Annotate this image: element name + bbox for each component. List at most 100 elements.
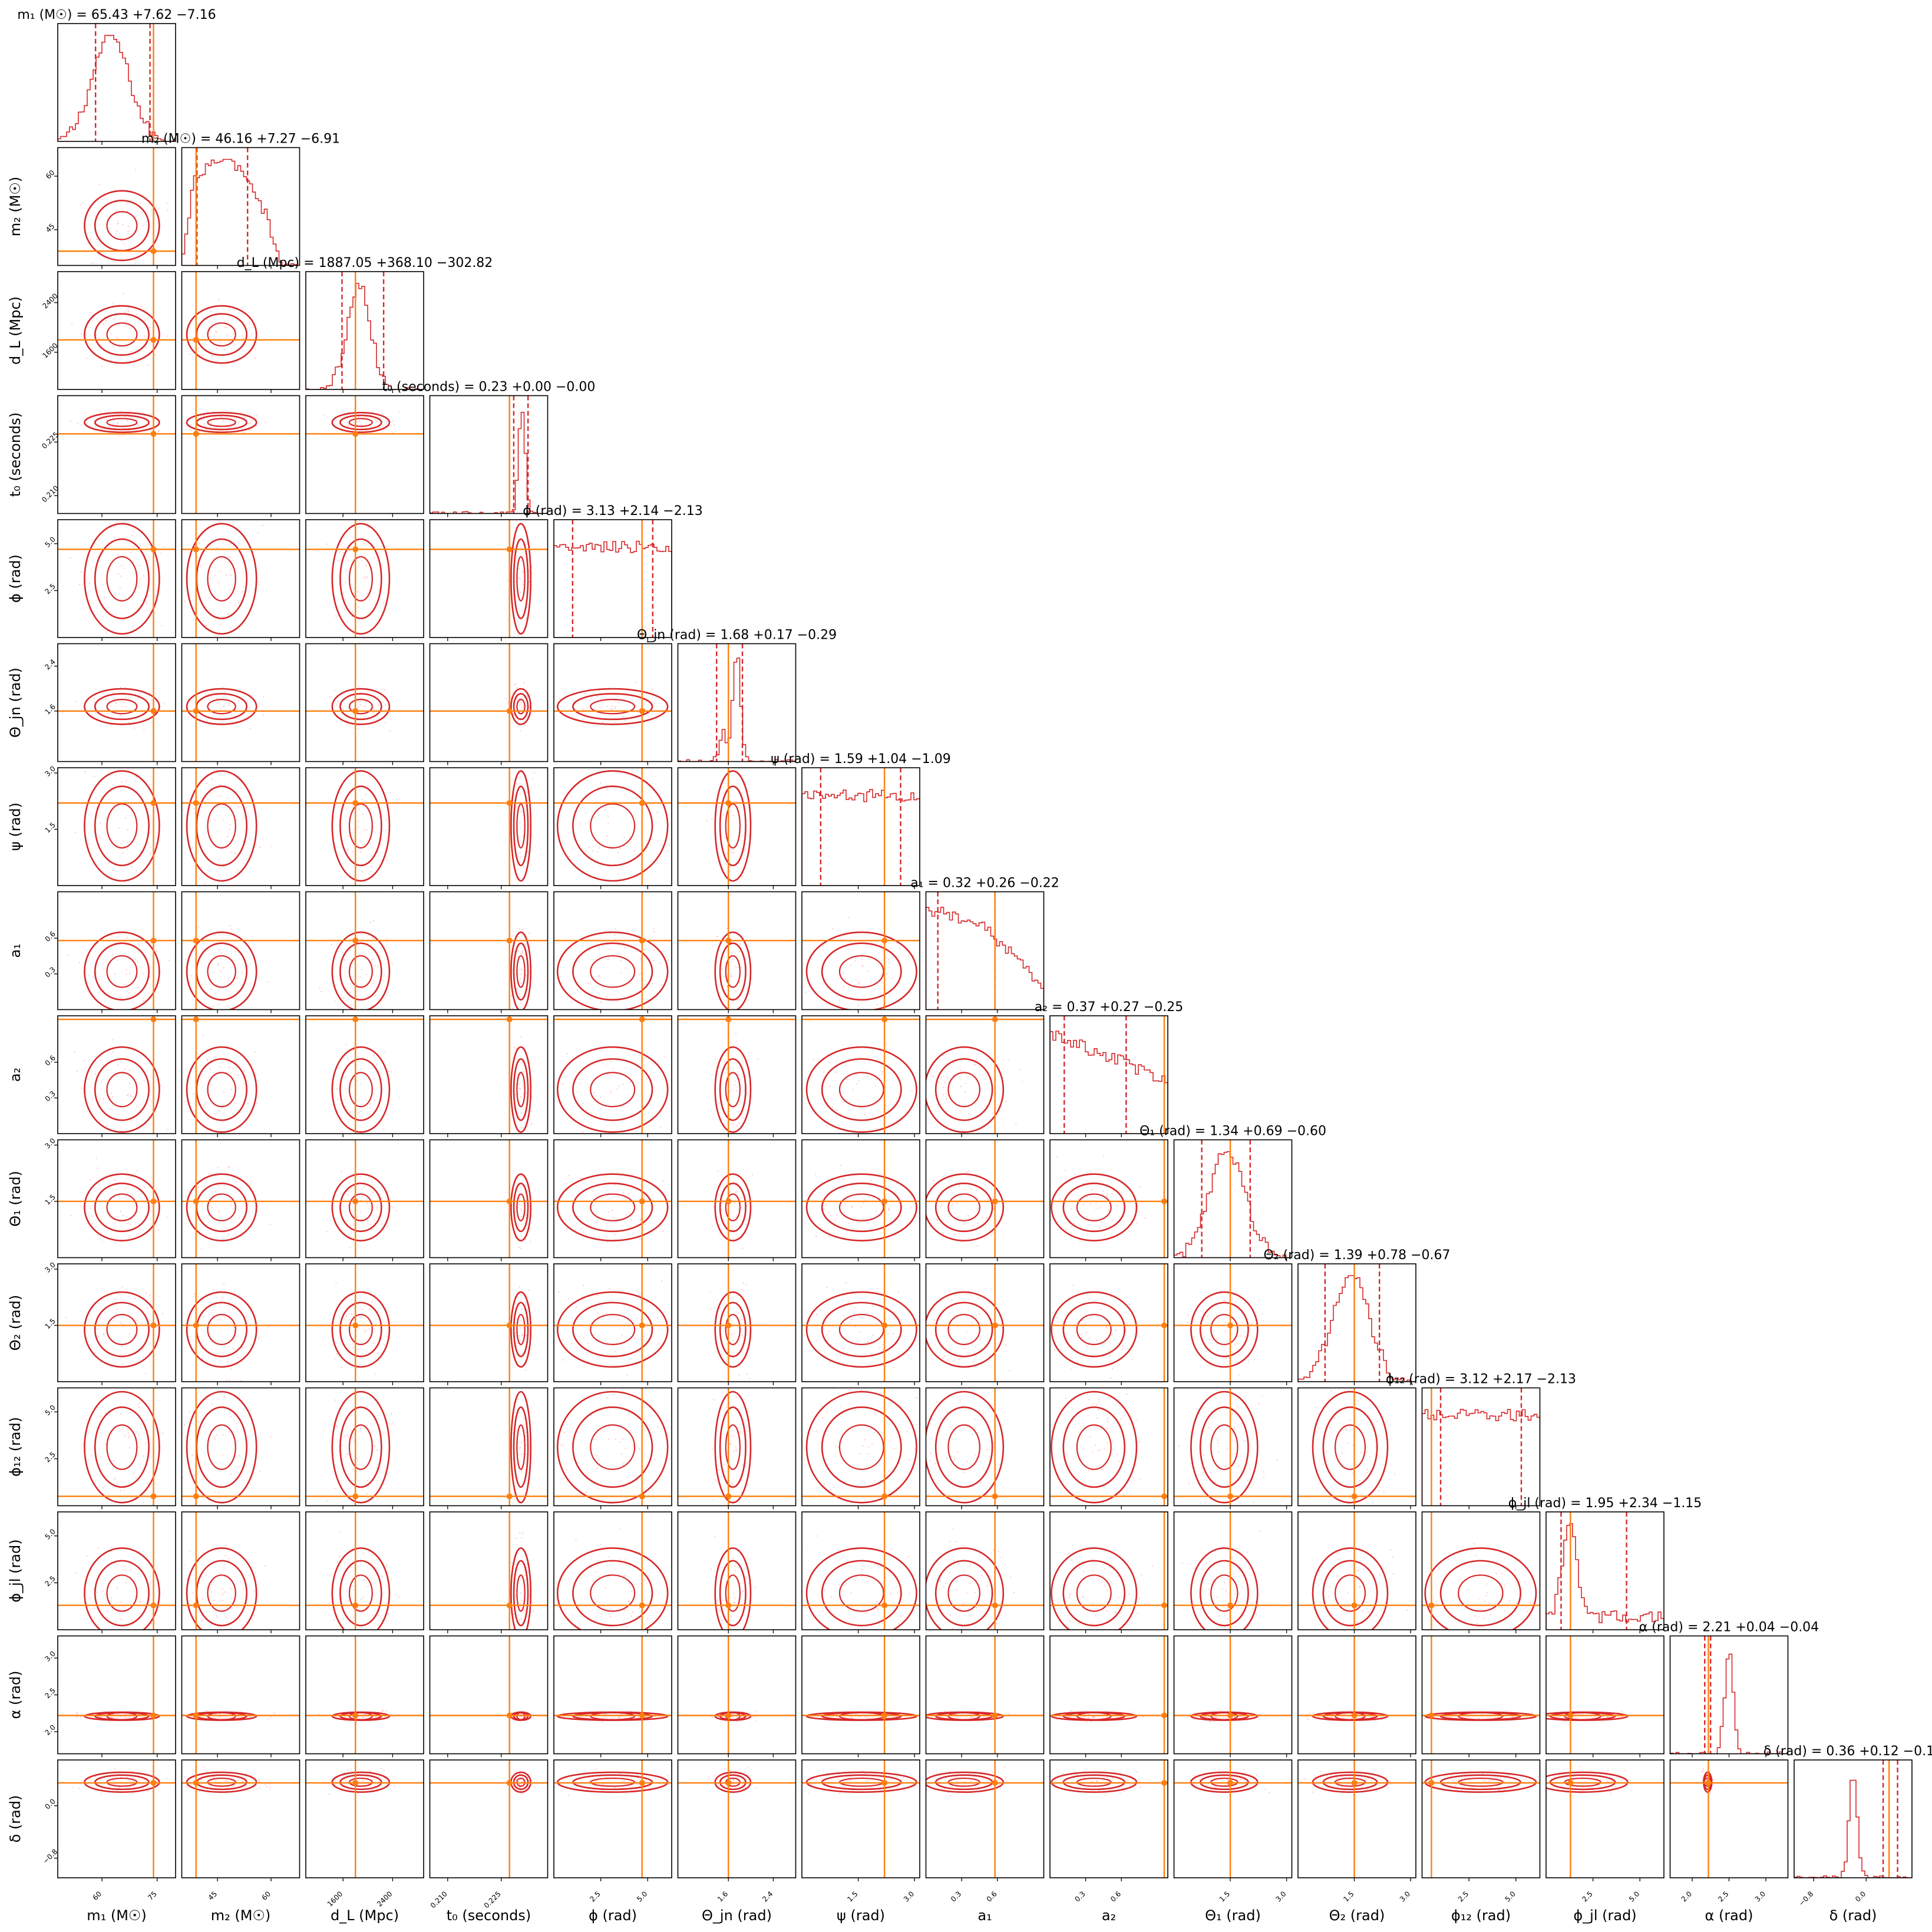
scatter-point [1368, 1611, 1369, 1613]
panel-content [306, 1388, 424, 1506]
scatter-point [622, 1462, 624, 1464]
scatter-point [1096, 1339, 1098, 1341]
scatter-point [92, 976, 94, 977]
title-theta1: Θ₁ (rad) = 1.34 +0.69 −0.60 [1140, 1124, 1326, 1139]
contour-1 [106, 955, 138, 988]
scatter-point [859, 1331, 861, 1333]
scatter-point [345, 1043, 347, 1046]
scatter-point [1122, 1494, 1125, 1495]
scatter-point [356, 1457, 358, 1459]
scatter-point [516, 988, 518, 990]
panel-m1-thetajn: 1.62.4 [43, 643, 176, 765]
scatter-point [940, 1076, 943, 1079]
scatter-point [214, 1436, 216, 1438]
scatter-point [1205, 1350, 1207, 1352]
scatter-point [891, 977, 893, 979]
scatter-point [357, 1348, 359, 1350]
scatter-point [739, 1431, 741, 1432]
truth-point [881, 1602, 888, 1609]
panel-content [802, 1388, 934, 1506]
scatter-point [121, 790, 123, 792]
scatter-point [815, 1535, 817, 1537]
panel-psi-phi12 [801, 1387, 934, 1510]
panel-content [174, 1512, 300, 1630]
scatter-point [1008, 1059, 1009, 1061]
scatter-point [656, 1317, 659, 1319]
scatter-point [362, 813, 364, 815]
scatter-point [894, 1317, 896, 1319]
scatter-point [605, 1717, 607, 1719]
scatter-point [1236, 1405, 1238, 1407]
scatter-point [1362, 1610, 1363, 1612]
panel-a2-theta1 [1049, 1139, 1168, 1261]
scatter-point [735, 1396, 738, 1398]
scatter-point [174, 1618, 175, 1619]
panel-content [1050, 1016, 1168, 1134]
scatter-point [870, 1180, 872, 1182]
panel-frame [677, 1263, 797, 1382]
scatter-point [372, 1191, 374, 1193]
scatter-point [580, 1228, 583, 1230]
scatter-point [529, 581, 530, 583]
truth-point [1161, 1712, 1167, 1719]
scatter-point [389, 708, 391, 711]
scatter-point [88, 582, 90, 584]
scatter-point [735, 1090, 738, 1092]
contour-2 [1199, 1302, 1249, 1358]
scatter-point [373, 1054, 375, 1056]
panel-content [678, 1264, 796, 1382]
scatter-point [843, 1315, 845, 1316]
scatter-point [129, 1412, 131, 1414]
panel-frame [57, 1263, 176, 1382]
scatter-point [1261, 1313, 1263, 1315]
scatter-point [952, 1627, 953, 1630]
scatter-point [1474, 1615, 1476, 1617]
scatter-point [1243, 1440, 1244, 1442]
scatter-point [375, 986, 377, 988]
scatter-point [662, 1180, 665, 1182]
scatter-point [366, 1203, 368, 1205]
scatter-point [1225, 1321, 1227, 1323]
scatter-point [1244, 1335, 1246, 1337]
scatter-point [521, 1335, 523, 1337]
scatter-point [1360, 1452, 1362, 1454]
scatter-point [111, 426, 113, 428]
scatter-point [592, 850, 594, 852]
scatter-point [531, 573, 533, 574]
scatter-point [881, 1320, 883, 1322]
scatter-point [513, 685, 515, 686]
scatter-point [857, 1004, 859, 1006]
scatter-point [1204, 1716, 1206, 1718]
contour-1 [838, 1712, 884, 1720]
scatter-point [359, 1316, 361, 1318]
scatter-point [1104, 1568, 1106, 1570]
scatter-point [638, 1607, 640, 1609]
scatter-point [361, 1188, 362, 1190]
scatter-point [381, 1576, 383, 1577]
contour-3 [331, 1547, 391, 1630]
scatter-point [223, 1591, 225, 1593]
truth-point [639, 1198, 645, 1204]
y-tick-label: 2400 [41, 292, 59, 310]
scatter-point [933, 1472, 934, 1473]
truth-point [1227, 1493, 1234, 1500]
scatter-point [361, 1308, 363, 1310]
scatter-point [730, 1482, 732, 1484]
scatter-point [222, 820, 224, 821]
contour-2 [719, 1560, 747, 1627]
truth-point [992, 1712, 998, 1719]
contour-3 [556, 1291, 669, 1368]
scatter-point [199, 1058, 200, 1059]
scatter-point [1223, 1300, 1225, 1302]
scatter-point [597, 1459, 600, 1461]
panel-phi-theta2 [553, 1263, 672, 1385]
contour-2 [934, 1302, 993, 1358]
scatter-point [615, 1439, 617, 1441]
scatter-point [881, 1071, 884, 1072]
panel-frame [181, 767, 300, 886]
contour-3 [510, 688, 532, 725]
scatter-point [517, 1207, 519, 1208]
scatter-point [113, 1479, 115, 1481]
scatter-point [850, 1716, 852, 1718]
scatter-point [1071, 1710, 1072, 1712]
